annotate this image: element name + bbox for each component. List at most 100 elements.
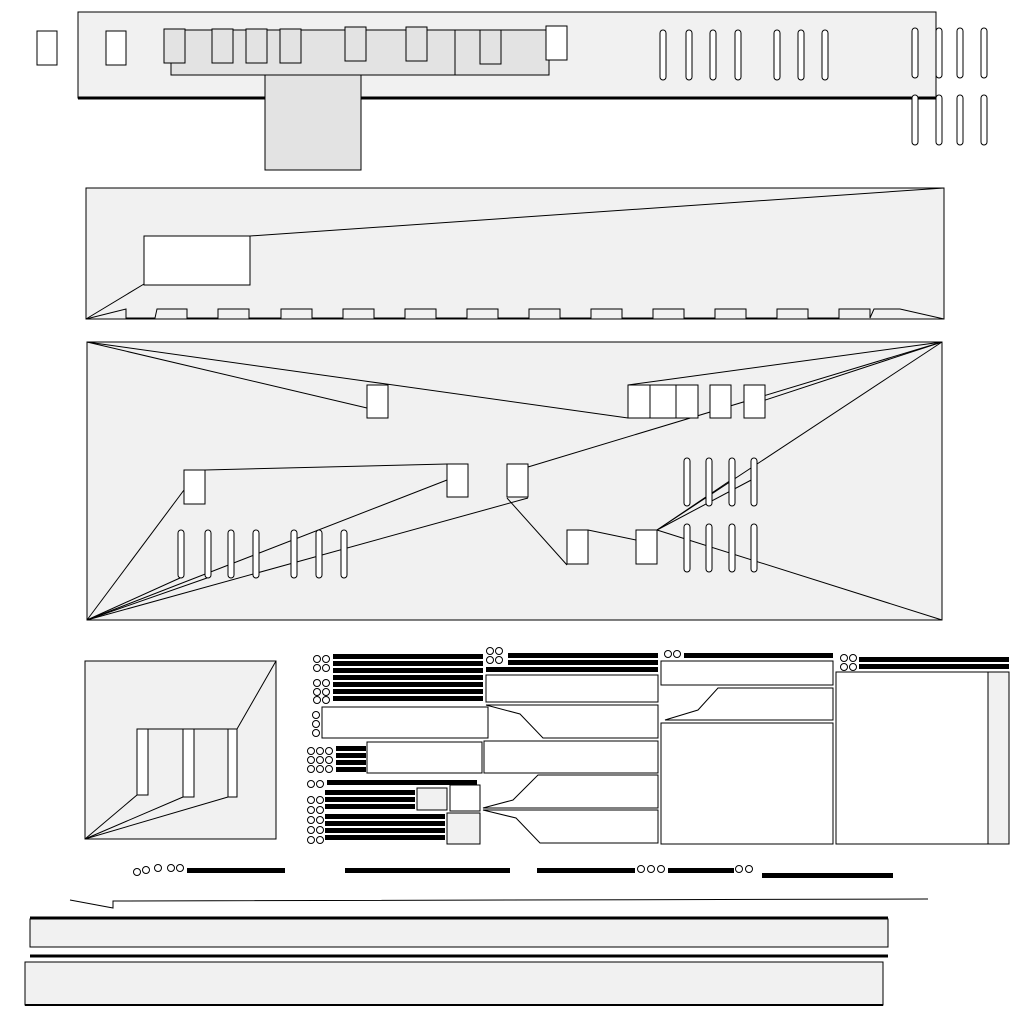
bullet [307,806,315,814]
bottom-bars [24,898,929,1006]
toolbar-slot-group-b [911,27,988,146]
connector-line [86,489,185,621]
toolbar-box [105,30,127,66]
slot [705,523,713,573]
text-bar [336,753,366,758]
bullet [322,655,330,663]
text-bar [325,828,445,833]
middle-column [482,647,659,844]
bullet [316,806,324,814]
detail-box [183,469,206,505]
bullet [647,865,655,873]
bullet [316,836,324,844]
bullet [849,663,857,671]
toolbar-slot-group-a [659,29,829,81]
bullet [325,756,333,764]
bullet [313,688,321,696]
connector-line [86,341,629,419]
right-middle-column [660,650,834,845]
text-bar [333,696,483,701]
list-box [660,722,834,845]
detail-boxes [183,384,766,565]
right-column [835,654,1010,845]
slot [956,27,964,79]
slot [685,29,693,81]
slot [227,529,235,579]
connector-line [506,497,568,566]
bullet [657,865,665,873]
tab-strip [85,308,945,320]
slot [252,529,260,579]
bullet [735,865,743,873]
connector-line [656,529,943,621]
toolbar-box [479,29,502,65]
text-bar [333,661,483,666]
text-bar [859,664,1009,669]
text-bar [336,760,366,765]
text-bar [336,767,366,772]
bullet [322,664,330,672]
bullet [312,711,320,719]
bullet [307,756,315,764]
bullet [176,864,184,872]
bullet [325,747,333,755]
bullet [495,656,503,664]
toolbar-box [279,28,302,64]
list-box [321,706,489,739]
detail-box [709,384,732,419]
slot [290,529,298,579]
text-bar [325,821,445,826]
bullet [325,765,333,773]
connector-line [86,479,448,621]
connector-line [627,341,943,386]
slot [821,29,829,81]
bullet [313,679,321,687]
bullet [316,826,324,834]
slot [177,529,185,579]
text-bar [325,814,445,819]
zoom-panel [85,187,945,320]
bullet [307,826,315,834]
list-box [485,704,659,739]
bullet [313,664,321,672]
bullet [322,679,330,687]
bullet [307,780,315,788]
slot [935,27,943,79]
bullet [840,663,848,671]
slot [659,29,667,81]
mini-zoom-frame [84,660,277,840]
mini-slot [136,728,149,796]
text-bar [327,780,477,785]
text-bar [333,668,483,673]
detail-panel [86,341,943,621]
bullet [133,868,141,876]
bullet [322,696,330,704]
text-bar [684,653,833,658]
bullet [673,650,681,658]
bullet [307,836,315,844]
text-bar [486,667,658,672]
list-box [664,687,834,721]
connector-line [656,341,943,531]
bullet [316,780,324,788]
slot [773,29,781,81]
text-bar [345,868,510,873]
bullet [495,647,503,655]
toolbar-drop-panel [264,73,362,171]
toolbar-boxes [105,25,568,66]
bullet [307,816,315,824]
slot [315,529,323,579]
slot [340,529,348,579]
connector-line [86,577,181,621]
text-bar [537,868,635,873]
slot [728,457,736,507]
slot [935,94,943,146]
bottom-bar [24,961,884,1006]
text-bar [325,797,415,802]
connector-line [86,497,529,621]
bullet [313,696,321,704]
bullet [313,655,321,663]
toolbar-box [163,28,186,64]
bullet [322,688,330,696]
connector-line [86,341,368,409]
